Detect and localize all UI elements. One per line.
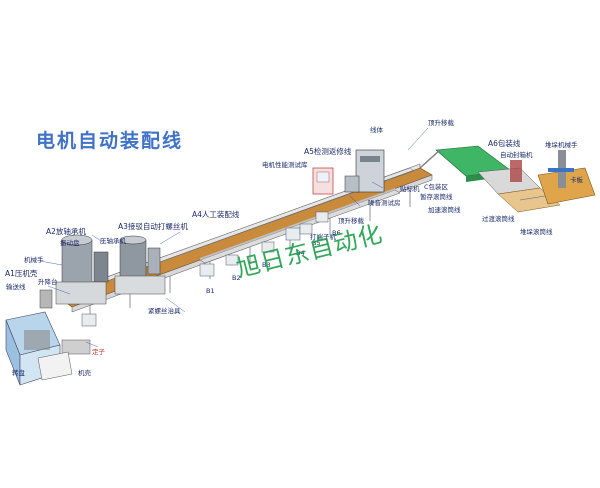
label-noise-test: 噪音测试房 (368, 199, 401, 207)
label-labeling: 贴标机 (400, 185, 420, 193)
workstations (81, 211, 329, 327)
label-a1: A1压机壳 (5, 269, 38, 278)
a3-screw-machine (114, 235, 166, 295)
leader-lines (39, 127, 546, 348)
label-b1: B1 (206, 287, 215, 295)
label-lift-transfer-2: 顶升移载 (338, 217, 364, 225)
label-card-board: 卡板 (570, 176, 583, 184)
label-b5: B5 (312, 239, 321, 247)
label-a4: A4人工装配线 (192, 210, 240, 219)
a5-test-station (312, 149, 385, 195)
label-press-bearing: 压轴承机 (100, 237, 126, 245)
label-storage-roller: 暂存滚筒线 (420, 193, 453, 201)
a1-press-machine (5, 311, 91, 386)
label-lift-transfer-1: 顶升移载 (428, 119, 454, 127)
label-a5: A5检测返修线 (304, 147, 352, 156)
label-speed-roller: 加速滚筒线 (428, 206, 461, 214)
label-b2: B2 (232, 274, 241, 282)
label-b3: B3 (262, 261, 271, 269)
label-shell: 机壳 (78, 369, 91, 377)
label-lift: 升降台 (38, 278, 58, 286)
label-tray: 转盘 (12, 369, 25, 377)
a2-bearing-machine (39, 234, 109, 309)
label-vibrate: 振动盘 (60, 239, 80, 247)
label-rotor: 定子 (92, 348, 105, 356)
label-terminal: 打端子机 (310, 233, 336, 241)
label-b6: B6 (332, 229, 341, 237)
label-palletizer: 堆垛机械手 (545, 141, 578, 149)
label-packing-area: C包装区 (424, 183, 449, 191)
diagram-title: 电机自动装配线 (36, 130, 184, 152)
label-a6: A6包装线 (488, 139, 521, 148)
packing-conveyors (419, 145, 596, 213)
label-a2: A2放轴承机 (46, 227, 86, 236)
label-auto-sealer: 自动封箱机 (500, 151, 533, 159)
label-line-body: 线体 (370, 126, 383, 134)
label-a3: A3接驳自动打螺丝机 (118, 222, 188, 231)
label-stack-roller: 堆垛滚筒线 (520, 228, 553, 236)
label-motor-test: 电机性能测试库 (262, 161, 308, 169)
label-robot-arm: 机械手 (24, 256, 44, 264)
label-screw-fixture: 紧螺丝治具 (148, 307, 181, 315)
label-transition-roller: 过渡滚筒线 (482, 215, 515, 223)
label-b4: B4 (296, 249, 305, 257)
label-conveyor: 输送线 (6, 283, 26, 291)
